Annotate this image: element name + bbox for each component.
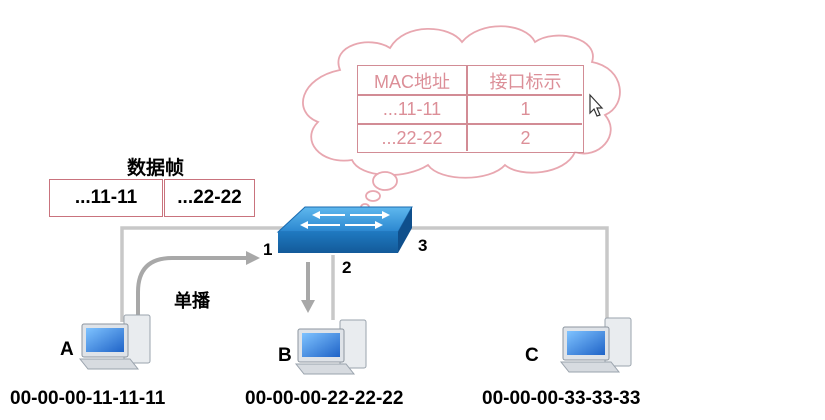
host-label-a: A <box>60 339 74 360</box>
mac-table-row2-port: 2 <box>520 128 531 148</box>
host-mac-a: 00-00-00-11-11-11 <box>10 388 166 409</box>
unicast-arrow-head <box>246 251 260 265</box>
network-links <box>120 226 609 322</box>
mouse-cursor-icon <box>589 93 604 117</box>
unicast-arrow <box>136 256 248 318</box>
mac-table-row2-mac: ...22-22 <box>381 128 443 148</box>
forward-arrow-head <box>301 300 315 313</box>
port-label-2: 2 <box>342 258 352 277</box>
frame-dst-field: ...22-22 <box>164 179 255 217</box>
mac-table-row1-mac: ...11-11 <box>382 99 442 119</box>
frame-src-field: ...11-11 <box>49 179 163 217</box>
link-c-switch <box>404 226 609 318</box>
port-label-3: 3 <box>418 236 428 255</box>
frame-title: 数据帧 <box>127 158 185 179</box>
host-label-c: C <box>525 345 539 366</box>
host-label-b: B <box>278 345 292 366</box>
switch-icon <box>276 206 413 253</box>
host-mac-b: 00-00-00-22-22-22 <box>245 388 404 409</box>
mac-address-table: MAC地址 接口标示 ...11-11 1 ...22-22 2 <box>357 65 584 153</box>
link-a-switch <box>120 226 292 322</box>
computer-icon-c <box>559 317 632 373</box>
computer-icon-a <box>78 314 151 370</box>
port-label-1: 1 <box>263 240 273 259</box>
host-mac-c: 00-00-00-33-33-33 <box>482 388 641 409</box>
computer-icon-b <box>294 319 367 375</box>
mac-table-header-mac: MAC地址 <box>374 71 450 92</box>
unicast-label: 单播 <box>174 291 210 311</box>
mac-table-header-port: 接口标示 <box>489 71 562 92</box>
mac-table-row1-port: 1 <box>520 99 531 119</box>
